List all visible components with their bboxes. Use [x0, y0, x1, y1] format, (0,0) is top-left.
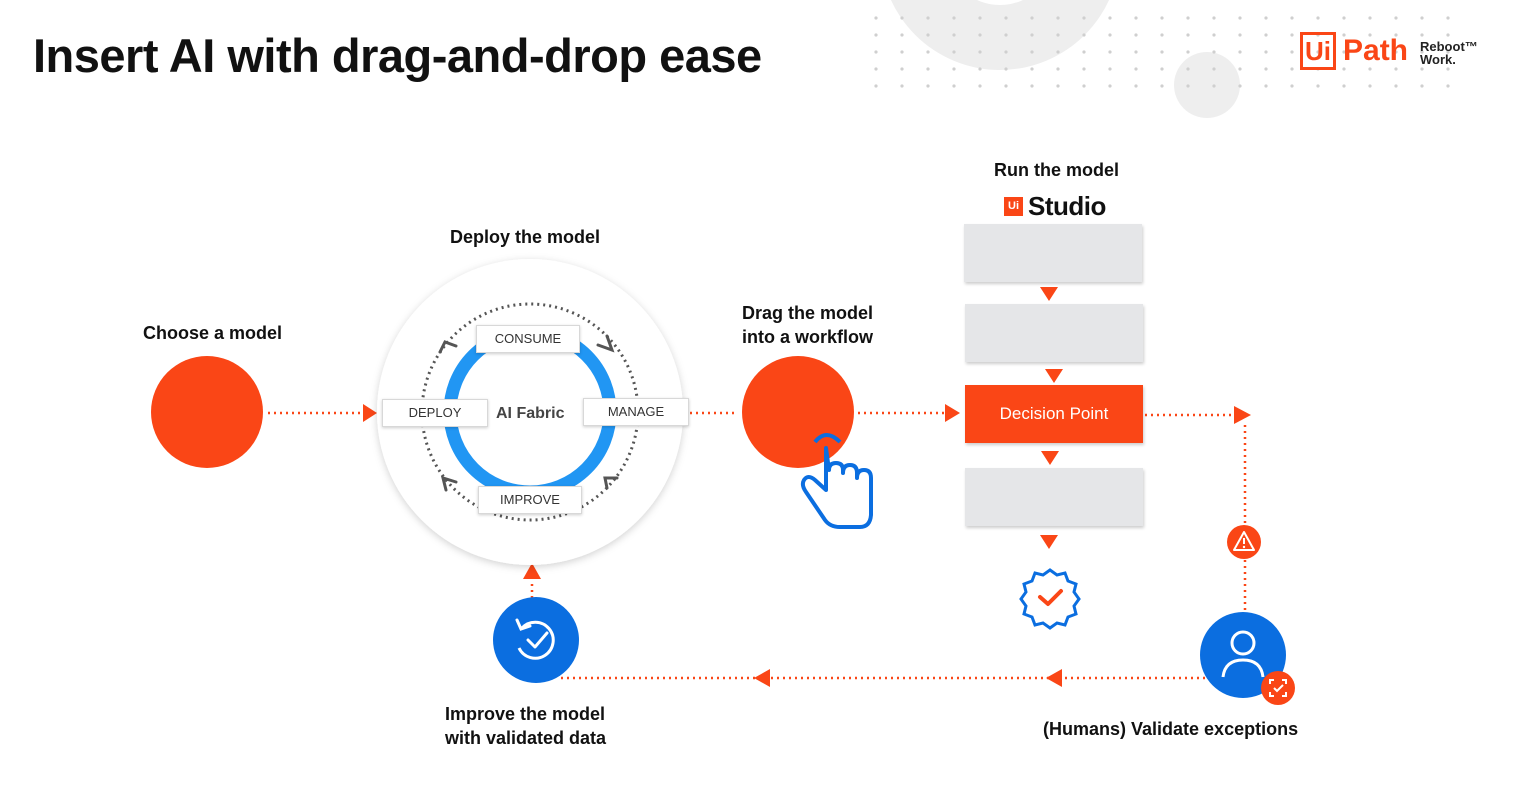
- label-validate-exceptions: (Humans) Validate exceptions: [1043, 719, 1299, 739]
- workflow-activity-1: [964, 224, 1142, 282]
- label-run-model: Run the model: [994, 160, 1119, 180]
- cycle-arrow-top-left: [438, 340, 458, 354]
- label-improve-line2: with validated data: [445, 728, 607, 748]
- label-deploy-model: Deploy the model: [450, 227, 601, 247]
- label-drag-model: Drag the model into a workflow: [742, 301, 873, 349]
- label-improve-model: Improve the model with validated data: [445, 702, 606, 750]
- tag-manage: MANAGE: [583, 398, 689, 426]
- ai-fabric-center-label: AI Fabric: [496, 405, 565, 422]
- scan-check-icon: [1261, 671, 1295, 705]
- tag-deploy: DEPLOY: [382, 399, 488, 427]
- warning-icon: [1227, 525, 1261, 559]
- decision-point-box: Decision Point: [965, 385, 1143, 443]
- arrow-into-deploy: [363, 404, 377, 422]
- cycle-arrow-bottom-left: [440, 475, 458, 492]
- work-text: Work.: [1420, 52, 1456, 67]
- arrow-decision-right: [1234, 406, 1251, 424]
- reboot-text: Reboot™: [1420, 39, 1478, 54]
- reboot-work-tagline: Reboot™ Work.: [1420, 40, 1478, 66]
- flow-arrow-2: [1045, 369, 1063, 383]
- tag-consume: CONSUME: [476, 325, 580, 353]
- label-choose-model: Choose a model: [143, 323, 283, 343]
- label-drag-line1: Drag the model: [742, 303, 874, 323]
- tag-improve: IMPROVE: [478, 486, 582, 514]
- history-check-icon: [493, 597, 579, 683]
- flow-arrow-4: [1040, 535, 1058, 549]
- label-improve-line1: Improve the model: [445, 704, 606, 724]
- workflow-activity-4: [965, 468, 1143, 526]
- arrow-left-1: [1046, 669, 1062, 687]
- choose-model-circle: [151, 356, 263, 468]
- hand-pointer-icon: [800, 433, 873, 529]
- uipath-logo-text: Path: [1343, 34, 1409, 67]
- studio-logo-text: Studio: [1028, 191, 1106, 221]
- cycle-arrow-top-right: [596, 334, 615, 353]
- flow-arrow-3: [1041, 451, 1059, 465]
- workflow-activity-2: [965, 304, 1143, 362]
- flow-arrow-1: [1040, 287, 1058, 301]
- cycle-arrow-bottom-right: [603, 476, 619, 490]
- person-icon: [1200, 612, 1286, 698]
- drag-model-circle: [742, 356, 854, 468]
- uipath-logo-mark: Ui: [1300, 32, 1336, 70]
- page-title: Insert AI with drag-and-drop ease: [33, 29, 762, 82]
- studio-logo-badge: Ui: [1004, 197, 1023, 216]
- arrow-into-studio: [945, 404, 960, 422]
- verified-check-icon: [1019, 568, 1081, 630]
- arrow-up-improve: [523, 563, 541, 579]
- label-drag-line2: into a workflow: [742, 327, 874, 347]
- arrow-left-2: [754, 669, 770, 687]
